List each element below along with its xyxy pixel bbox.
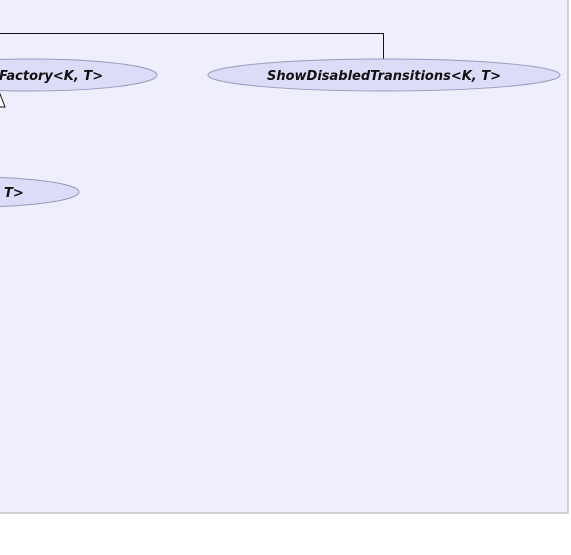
partial-node-shape <box>0 177 80 207</box>
connector-line <box>0 33 384 59</box>
show-disabled-transitions-node[interactable]: ShowDisabledTransitions<K, T> <box>207 58 561 92</box>
inheritance-arrowhead <box>0 92 6 108</box>
show-disabled-transitions-node-shape <box>207 58 561 92</box>
partial-node[interactable]: T> <box>0 177 80 207</box>
factory-node-label: Factory<K, T> <box>0 69 103 84</box>
factory-node-shape <box>0 58 158 92</box>
factory-node[interactable]: Factory<K, T> <box>0 58 158 92</box>
show-disabled-transitions-node-label: ShowDisabledTransitions<K, T> <box>267 69 501 84</box>
partial-node-label: T> <box>4 186 24 201</box>
